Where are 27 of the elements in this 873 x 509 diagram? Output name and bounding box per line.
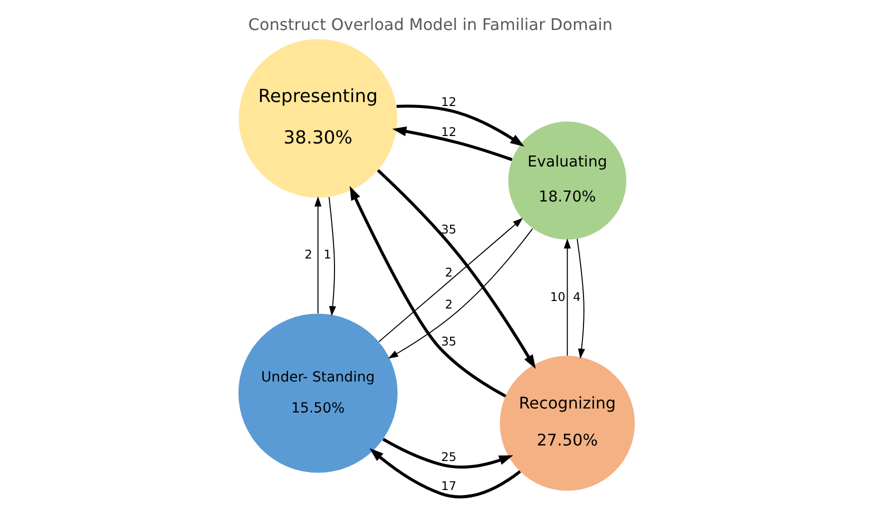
arrow bbox=[388, 228, 533, 358]
arrow bbox=[392, 126, 512, 161]
arrow bbox=[314, 196, 322, 313]
edge-label: 2 bbox=[444, 264, 453, 279]
edge-label: 2 bbox=[444, 297, 453, 312]
edge-label: 2 bbox=[304, 247, 312, 262]
edge-label: 12 bbox=[441, 94, 456, 108]
arrow bbox=[396, 104, 524, 146]
edge-label: 17 bbox=[441, 478, 456, 493]
diagram-title: Construct Overload Model in Familiar Domain bbox=[248, 14, 613, 34]
edge-label: 35 bbox=[441, 334, 456, 348]
arrow bbox=[376, 168, 536, 368]
arrow bbox=[369, 448, 521, 498]
edge-label: 12 bbox=[441, 124, 456, 138]
arrow bbox=[564, 238, 571, 356]
node-circle: Recognizing 27.50% bbox=[500, 355, 635, 490]
node-circle: Representing 38.30% bbox=[238, 38, 398, 198]
edge-label: 35 bbox=[441, 222, 456, 236]
arrow bbox=[378, 217, 523, 342]
arrow bbox=[576, 238, 586, 358]
arrow bbox=[350, 186, 506, 398]
edge-label: 10 bbox=[550, 289, 566, 304]
arrow bbox=[328, 196, 336, 316]
edge-label: 4 bbox=[573, 289, 581, 304]
arrow bbox=[382, 437, 514, 468]
edge-label: 25 bbox=[441, 450, 456, 464]
edge-label: 1 bbox=[324, 247, 332, 262]
